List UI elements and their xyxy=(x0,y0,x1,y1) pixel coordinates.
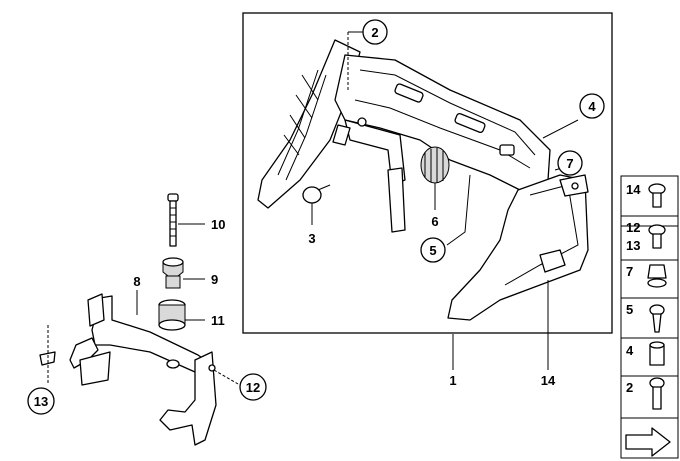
callout-7: 7 xyxy=(557,150,583,176)
callout-12-label: 12 xyxy=(246,380,260,395)
legend-label: 5 xyxy=(626,302,633,317)
callout-2: 2 xyxy=(362,19,388,45)
callout-7-label: 7 xyxy=(566,156,573,171)
legend-label: 13 xyxy=(626,238,640,253)
callout-1-label: 1 xyxy=(449,373,456,388)
callout-5: 5 xyxy=(420,237,446,263)
leader-5 xyxy=(446,174,471,246)
bracket-subassembly xyxy=(39,193,217,446)
callout-12: 12 xyxy=(239,373,267,401)
callout-9-label: 9 xyxy=(211,272,218,287)
callout-10-label: 10 xyxy=(211,217,225,232)
assembly-frame xyxy=(242,12,613,334)
callout-2-label: 2 xyxy=(371,25,378,40)
callout-5-label: 5 xyxy=(429,243,436,258)
callout-4: 4 xyxy=(579,93,605,119)
legend-label: 2 xyxy=(626,380,633,395)
legend-label: 14 xyxy=(626,182,641,197)
callout-11-label: 11 xyxy=(211,313,225,328)
callout-13-label: 13 xyxy=(34,394,48,409)
callout-13: 13 xyxy=(27,387,55,415)
leader-12 xyxy=(213,369,239,385)
callout-6-label: 6 xyxy=(431,214,438,229)
legend-label: 7 xyxy=(626,264,633,279)
callout-4-label: 4 xyxy=(588,99,596,114)
callout-3-label: 3 xyxy=(308,231,315,246)
legend-label: 4 xyxy=(626,343,634,358)
next-arrow-icon xyxy=(625,427,671,457)
leader-4 xyxy=(542,119,579,139)
callout-14-label: 14 xyxy=(541,373,556,388)
pedal-bracket-assembly xyxy=(257,39,589,321)
legend-label: 12 xyxy=(626,220,640,235)
hardware-legend xyxy=(620,175,679,459)
callout-8-label: 8 xyxy=(133,274,140,289)
